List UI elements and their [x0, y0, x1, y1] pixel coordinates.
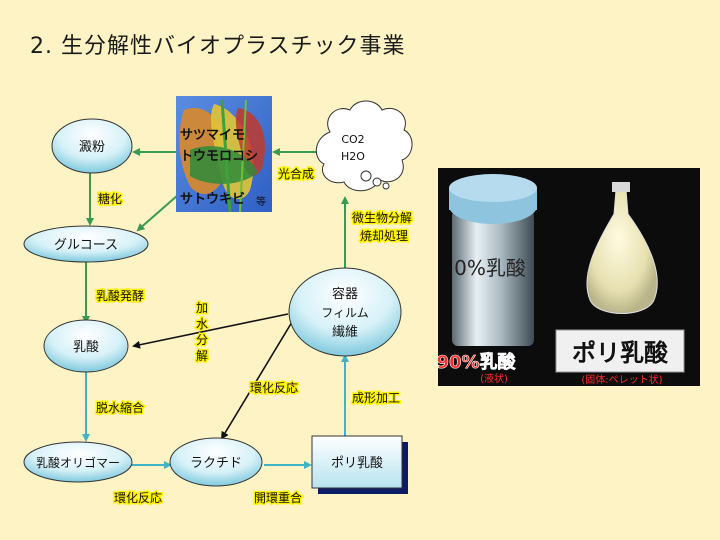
edge-labels: 糖化 乳酸発酵 脱水縮合 環化反応 開環重合 環化反応 成形加工 微生物分解 焼…: [95, 165, 414, 507]
photo-left-label: 90%乳酸: [436, 351, 516, 373]
node-product: 容器 フィルム 繊維: [288, 267, 402, 357]
label-photosynthesis: 光合成: [278, 166, 314, 181]
label-decomposition-1: 微生物分解: [352, 211, 412, 225]
node-glucose: グルコース: [23, 225, 149, 263]
arrow-product-to-lactic: [132, 313, 289, 349]
node-product-line3: 繊維: [332, 324, 358, 340]
label-hydrolysis-3: 分: [196, 333, 208, 347]
arrow-product-to-lactide: [220, 321, 293, 440]
node-lactic-acid-label: 乳酸: [73, 340, 99, 355]
label-hydrolysis-1: 加: [196, 301, 208, 315]
label-hydrolysis-4: 解: [196, 349, 208, 363]
bottle-label: 0%乳酸: [454, 256, 526, 280]
node-starch: 澱粉: [51, 118, 133, 174]
label-cyclization-bottom: 環化反応: [114, 491, 162, 505]
crops-image: サツマイモ トウモロコシ サトウキビ 等: [176, 96, 272, 213]
crops-line1: サツマイモ: [180, 128, 245, 143]
label-molding: 成形加工: [352, 391, 400, 405]
node-lactide-label: ラクチド: [190, 456, 242, 471]
slide-title: 2. 生分解性バイオプラスチック事業: [30, 34, 406, 59]
node-product-line2: フィルム: [321, 306, 369, 320]
arrow-crops-to-glucose: [136, 194, 179, 232]
label-dehydration: 脱水縮合: [96, 400, 144, 415]
node-starch-label: 澱粉: [79, 140, 105, 155]
label-cyclization-mid: 環化反応: [250, 381, 298, 395]
photo-left-sub: (液状): [480, 372, 508, 385]
photo-right-sub: (固体:ペレット状): [581, 373, 662, 386]
h2o-label: H2O: [341, 150, 365, 163]
product-photo: 0%乳酸 ポリ乳酸 90%乳酸 (液状) (固体:ペレット状): [436, 168, 700, 386]
label-ring-opening: 開環重合: [254, 490, 302, 505]
green-arrows: [82, 148, 349, 324]
co2-cloud: CO2 H2O: [315, 100, 413, 192]
node-lactide: ラクチド: [169, 437, 263, 487]
photo-right-label: ポリ乳酸: [572, 339, 669, 367]
label-hydrolysis-2: 水: [196, 317, 208, 331]
crops-line3: サトウキビ: [180, 191, 245, 207]
node-pla: ポリ乳酸: [311, 435, 408, 494]
node-glucose-label: グルコース: [54, 238, 118, 253]
label-saccharification: 糖化: [98, 191, 122, 206]
node-product-line1: 容器: [332, 286, 358, 302]
black-arrows: [132, 313, 293, 440]
node-pla-label: ポリ乳酸: [331, 456, 383, 471]
label-fermentation: 乳酸発酵: [96, 288, 144, 303]
cyan-arrows: [82, 354, 349, 469]
crops-suffix: 等: [256, 195, 266, 208]
node-oligomer: 乳酸オリゴマー: [23, 441, 133, 483]
co2-label: CO2: [341, 133, 364, 146]
crops-line2: トウモロコシ: [180, 149, 258, 164]
node-oligomer-label: 乳酸オリゴマー: [36, 455, 120, 470]
label-decomposition-2: 焼却処理: [360, 229, 408, 243]
node-lactic-acid: 乳酸: [43, 319, 129, 373]
